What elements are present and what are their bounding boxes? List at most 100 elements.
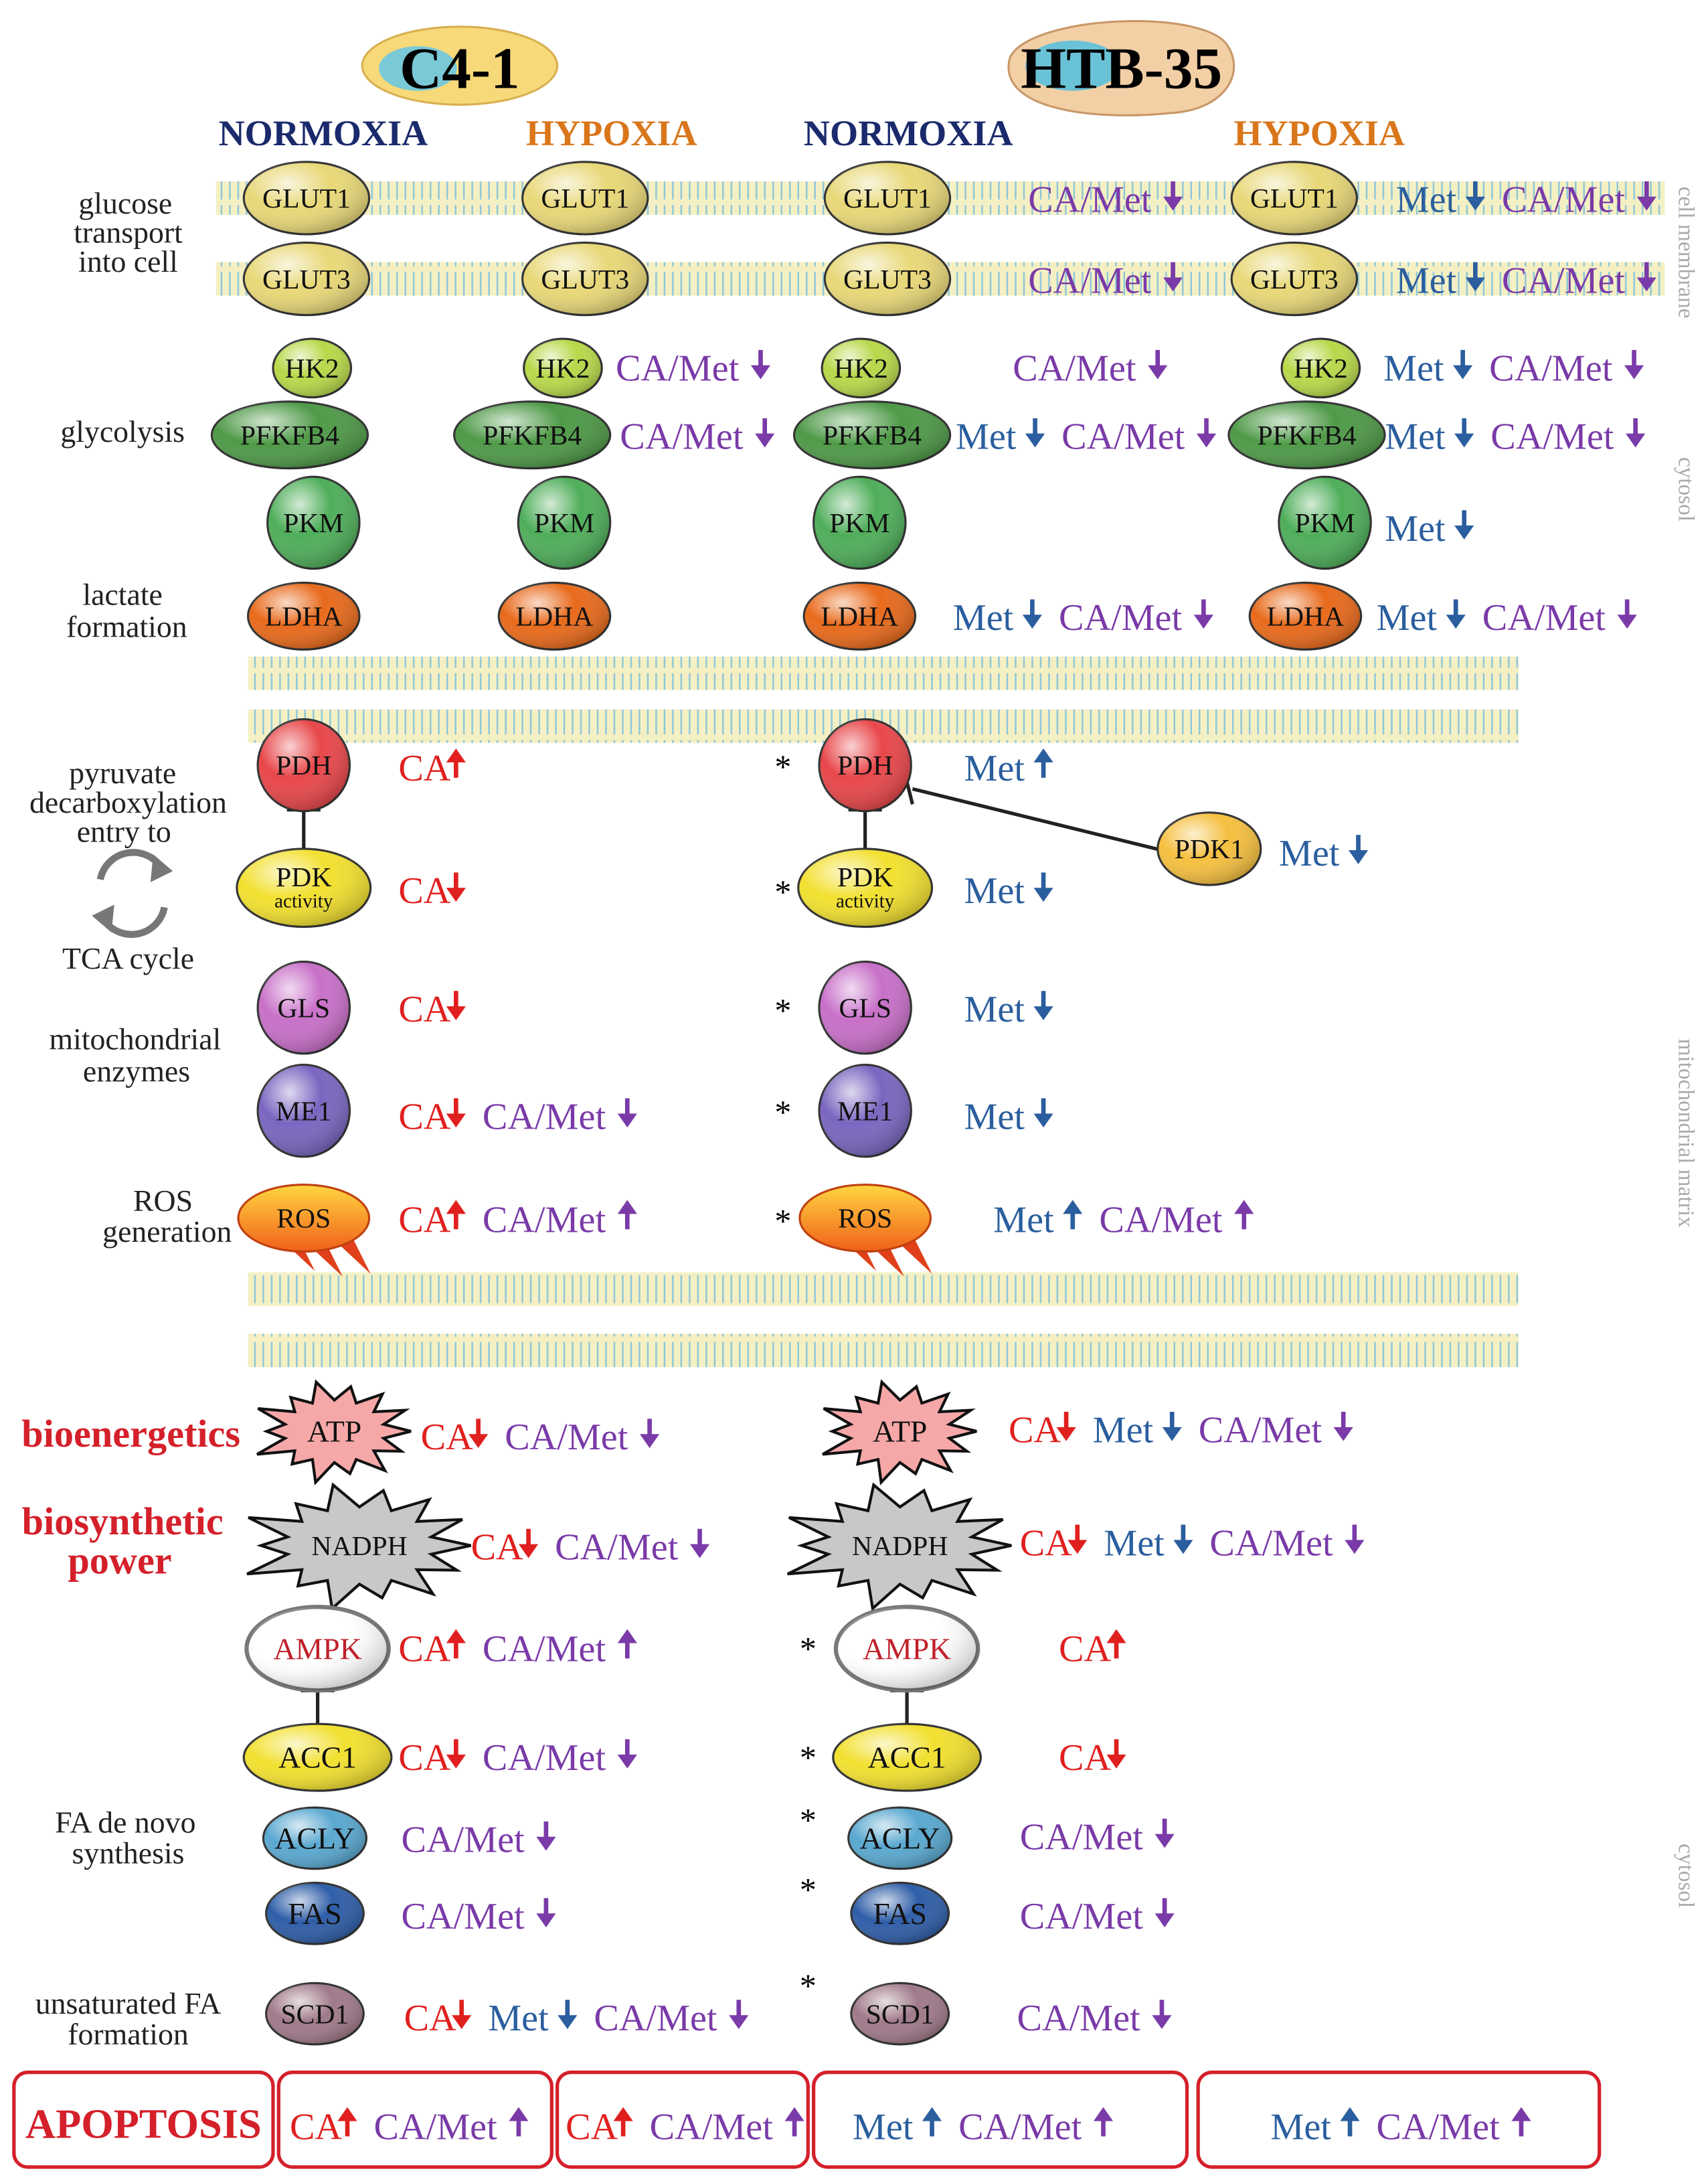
fas-htb-effect: CA/Met — [1020, 1896, 1175, 1937]
node-label: AMPK — [273, 1631, 361, 1666]
node-gloss — [825, 242, 950, 315]
effect-label: Met — [1385, 416, 1446, 458]
effect-label: CA/Met — [1061, 416, 1185, 458]
node-gloss — [794, 401, 950, 469]
acly-htb-effect: CA/Met — [1020, 1817, 1175, 1858]
glut1-htb-n-node: GLUT1 — [823, 161, 952, 236]
header: C4-1 HTB-35 NORMOXIA HYPOXIA NORMOXIA HY… — [219, 19, 1405, 153]
effect-label: Met — [956, 416, 1017, 458]
apoptosis-box — [556, 2070, 810, 2169]
significance-asterisk: * — [800, 1801, 817, 1838]
effect-label: Met — [993, 1199, 1054, 1240]
node-gloss — [266, 1882, 364, 1945]
effect-label: CA — [398, 989, 450, 1030]
process-label-power: power — [68, 1538, 171, 1582]
significance-asterisk: * — [774, 991, 791, 1029]
significance-asterisk: * — [800, 1967, 817, 2004]
node-label: LDHA — [1267, 602, 1345, 633]
arrow-up-icon — [1340, 2107, 1360, 2137]
arrow-down-icon — [1163, 181, 1183, 211]
arrow-down-icon — [1162, 1411, 1182, 1441]
effect-label: CA/Met — [1482, 597, 1606, 639]
effect-label: CA/Met — [401, 1820, 525, 1861]
node-label: GLS — [277, 993, 330, 1024]
arrow-up-icon — [446, 748, 466, 778]
atp-htb-node: ATP — [822, 1379, 977, 1485]
arrow-down-icon — [750, 349, 771, 380]
hk2-htb-n-node: HK2 — [821, 337, 902, 399]
arrow-down-icon — [1193, 599, 1213, 629]
fas-c4-node: FAS — [265, 1881, 365, 1945]
effect-label: CA/Met — [650, 2107, 774, 2148]
cell-nucleus-htb-35 — [1025, 40, 1120, 91]
effect-label: CA/Met — [1020, 1817, 1144, 1858]
process-label: formation — [66, 610, 187, 644]
effect-label: CA/Met — [1199, 1410, 1322, 1451]
significance-asterisk: * — [774, 873, 791, 910]
inhibition-line-pdk1-pdh-htb — [912, 787, 1168, 854]
node-sublabel: activity — [836, 890, 895, 912]
arrow-up-icon — [337, 2107, 357, 2137]
glut1-htbh-effect: Met CA/Met — [1396, 179, 1656, 221]
node-gloss — [1157, 812, 1261, 886]
node-label: PDH — [837, 750, 893, 781]
process-label: synthesis — [72, 1836, 185, 1870]
hk2-c4-n-node: HK2 — [272, 337, 353, 399]
hk2-htb-h-node: HK2 — [1280, 337, 1361, 399]
fas-htb-node: FAS — [850, 1881, 950, 1945]
node-gloss — [813, 477, 906, 569]
arrow-down-icon — [1465, 181, 1485, 211]
arrow-down-icon — [1033, 1098, 1053, 1128]
process-label-bioenergetics: bioenergetics — [21, 1412, 240, 1455]
effect-label: Met — [1396, 179, 1457, 221]
node-gloss — [266, 1983, 364, 2044]
node-shape — [822, 1379, 977, 1485]
process-label: FA de novo — [55, 1805, 195, 1840]
pkm-htbh-effect: Met — [1385, 508, 1474, 550]
node-label: PFKFB4 — [240, 420, 339, 451]
arrow-down-icon — [1626, 418, 1646, 448]
arrow-down-icon — [519, 1528, 539, 1558]
node-gloss — [798, 848, 932, 927]
effect-label: Met — [964, 870, 1025, 912]
node-label: HK2 — [535, 353, 590, 384]
glut3-c4n-effect: CA/Met — [1028, 260, 1183, 301]
node-label: ROS — [838, 1204, 892, 1234]
effect-label: CA — [566, 2107, 618, 2148]
arrow-down-icon — [755, 418, 775, 448]
arrow-down-icon — [729, 2000, 749, 2030]
node-gloss — [522, 161, 648, 234]
process-label: into cell — [78, 244, 178, 278]
arrow-down-icon — [1068, 1524, 1088, 1554]
arrow-down-icon — [1056, 1411, 1076, 1441]
node-shape — [237, 1184, 371, 1253]
effect-label: CA/Met — [958, 2107, 1082, 2148]
node-gloss — [1250, 582, 1361, 650]
tca-arrow-head — [92, 904, 114, 933]
effect-label: Met — [1377, 597, 1438, 639]
ampk-htb-effect: CA — [1059, 1629, 1126, 1670]
effect-label: CA/Met — [1489, 348, 1613, 390]
effect-label: Met — [1279, 833, 1340, 874]
effect-label: CA/Met — [374, 2107, 498, 2148]
process-label: enzymes — [83, 1054, 190, 1088]
hk2-htbn-effect: CA/Met — [1013, 348, 1168, 390]
node-label: SCD1 — [866, 1999, 934, 2030]
apoptosis-label-box — [12, 2070, 275, 2169]
node-gloss — [267, 477, 360, 569]
arrow-down-icon — [617, 1739, 637, 1769]
node-label: ME1 — [837, 1096, 893, 1127]
arrow-down-icon — [1196, 418, 1217, 448]
arrow-down-icon — [446, 1739, 466, 1769]
process-label: glucose — [78, 186, 172, 220]
effect-label: CA/Met — [1502, 179, 1626, 221]
process-label: generation — [102, 1214, 232, 1248]
node-label: ACLY — [860, 1821, 940, 1855]
effect-label: CA/Met — [483, 1096, 606, 1137]
glut1-c4-h-node: GLUT1 — [521, 161, 649, 236]
hk2-c4-h-node: HK2 — [523, 337, 603, 399]
